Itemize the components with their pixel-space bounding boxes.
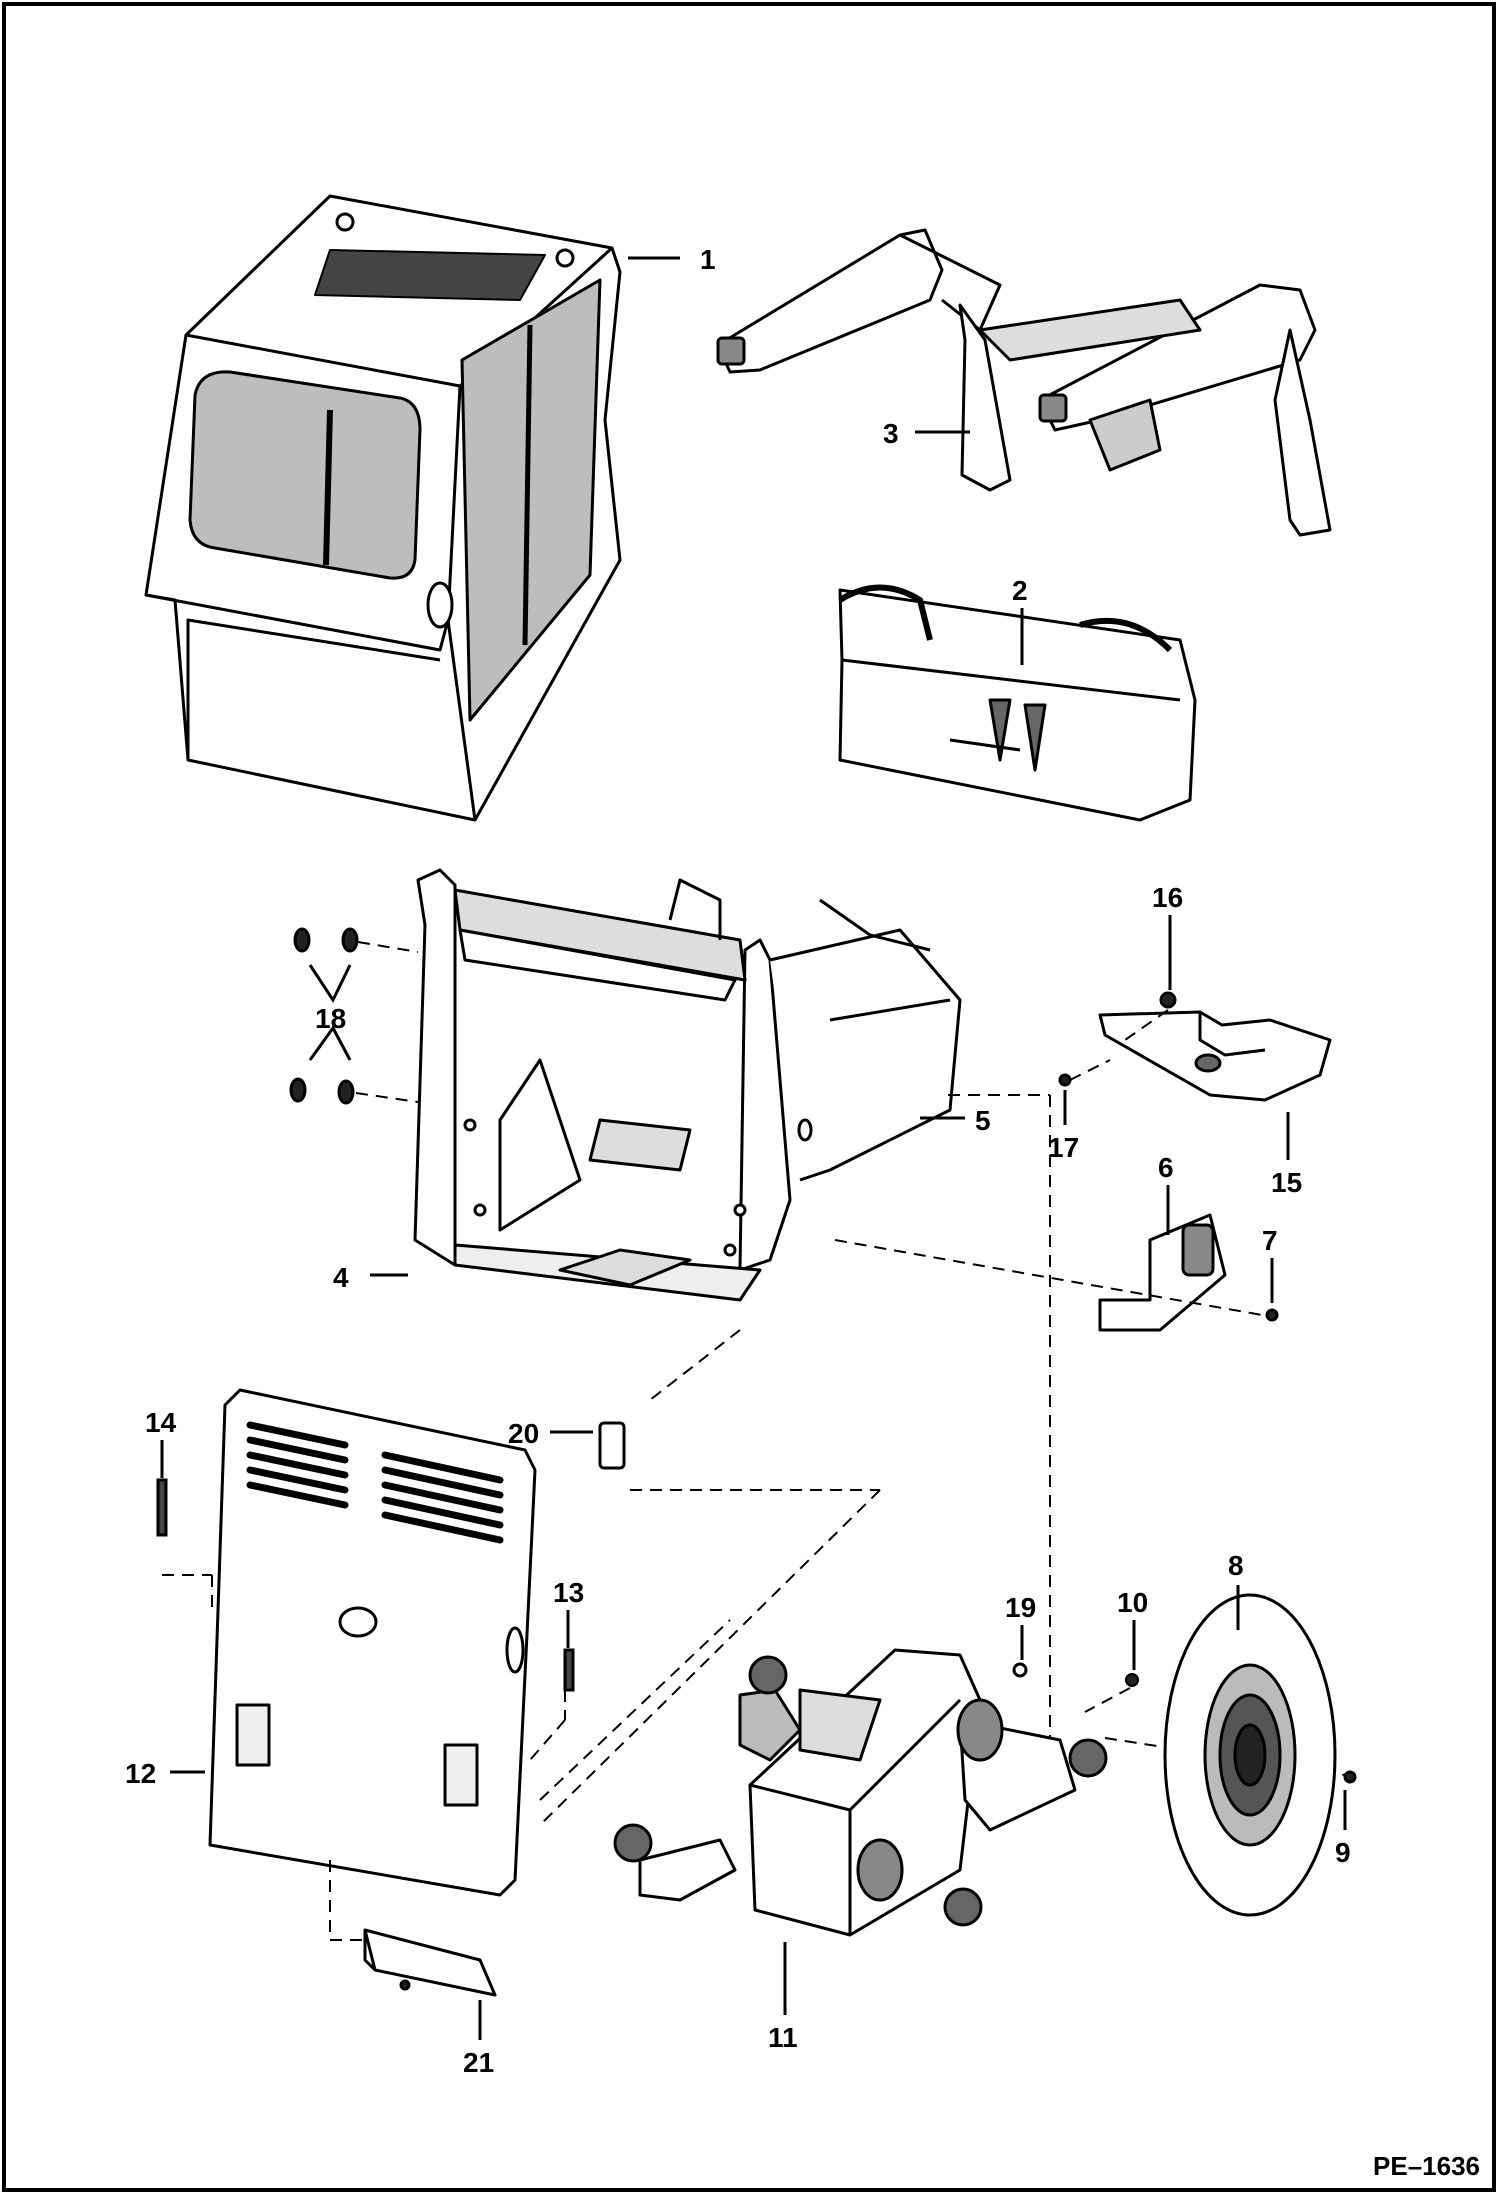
callout-9: 9 bbox=[1335, 1837, 1351, 1868]
callout-10: 10 bbox=[1117, 1587, 1148, 1618]
figure-id: PE–1636 bbox=[1373, 2151, 1480, 2181]
callout-21: 21 bbox=[463, 2047, 494, 2078]
part-19-nut bbox=[1012, 1662, 1028, 1678]
callout-4: 4 bbox=[333, 1262, 349, 1293]
callout-3: 3 bbox=[883, 418, 899, 449]
callout-15: 15 bbox=[1271, 1167, 1302, 1198]
callout-17: 17 bbox=[1048, 1132, 1079, 1163]
part-lift-arms bbox=[716, 228, 1332, 537]
callout-20: 20 bbox=[508, 1418, 539, 1449]
callout-1: 1 bbox=[700, 244, 716, 275]
part-chaincase bbox=[613, 1648, 1108, 1937]
part-main-frame bbox=[413, 868, 962, 1302]
part-cab bbox=[144, 194, 622, 822]
callout-8: 8 bbox=[1228, 1550, 1244, 1581]
part-rear-door bbox=[208, 1388, 537, 1897]
callout-14: 14 bbox=[145, 1407, 177, 1438]
callout-7: 7 bbox=[1262, 1225, 1278, 1256]
part-21-bracket bbox=[363, 1928, 497, 1997]
callout-13: 13 bbox=[553, 1577, 584, 1608]
part-bobtach bbox=[838, 584, 1197, 822]
callout-12: 12 bbox=[125, 1758, 156, 1789]
callout-16: 16 bbox=[1152, 882, 1183, 913]
dash-6 bbox=[834, 1239, 1263, 1316]
part-20-bushing bbox=[598, 1421, 626, 1470]
part-zerks bbox=[289, 927, 359, 1105]
callout-2: 2 bbox=[1012, 575, 1028, 606]
part-14-pin bbox=[156, 1440, 168, 1537]
callout-11: 11 bbox=[768, 2022, 798, 2053]
callout-18: 18 bbox=[315, 1003, 346, 1034]
part-shield-dashes bbox=[948, 1009, 1169, 1740]
callout-19: 19 bbox=[1005, 1592, 1036, 1623]
callout-6: 6 bbox=[1158, 1152, 1174, 1183]
callout-5: 5 bbox=[975, 1105, 991, 1136]
part-zerk-dashes bbox=[355, 941, 419, 1103]
part-10-nut bbox=[1125, 1673, 1139, 1687]
part-13-pin bbox=[563, 1610, 575, 1692]
part-bracket bbox=[1098, 1213, 1279, 1332]
part-tire bbox=[1163, 1593, 1357, 1917]
part-rear-door-dashes bbox=[162, 1329, 881, 1941]
part-shield bbox=[1058, 991, 1332, 1102]
